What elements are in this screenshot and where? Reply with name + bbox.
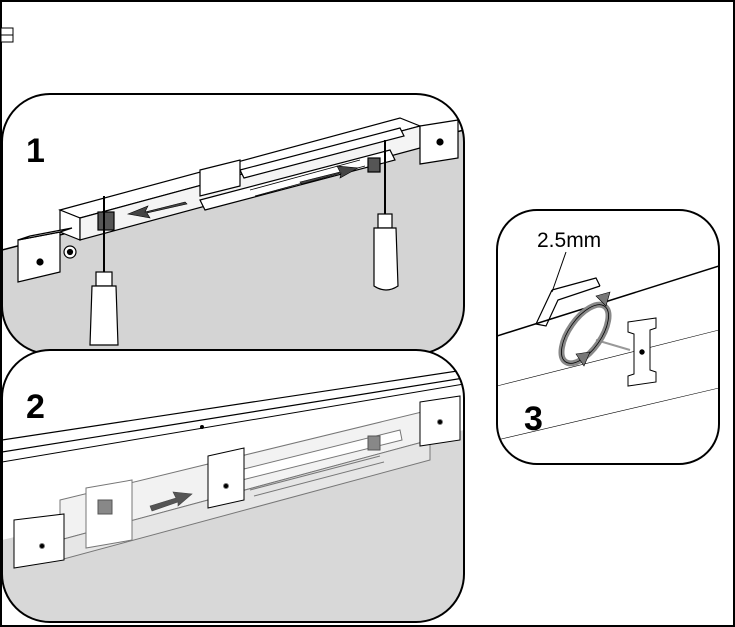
page-corner-icon (0, 27, 14, 43)
arrow-icon (299, 165, 359, 185)
rotate-arrow-icon (558, 291, 612, 367)
arrow-icon (126, 201, 188, 219)
panel-2: 2 (1, 349, 465, 623)
arrow-icon (149, 491, 193, 512)
step-2-number: 2 (26, 388, 45, 426)
panel-3: 2.5mm 3 (496, 209, 720, 465)
hex-key-icon (535, 277, 601, 327)
screwdriver-icon (89, 196, 119, 346)
panel-1: 1 (1, 93, 465, 355)
screwdriver-icon (373, 140, 399, 291)
step-3-number: 3 (524, 400, 543, 438)
dimension-label: 2.5mm (537, 229, 601, 252)
bracket (595, 317, 657, 387)
rail-assembly (17, 117, 459, 283)
step-1-number: 1 (26, 132, 45, 170)
